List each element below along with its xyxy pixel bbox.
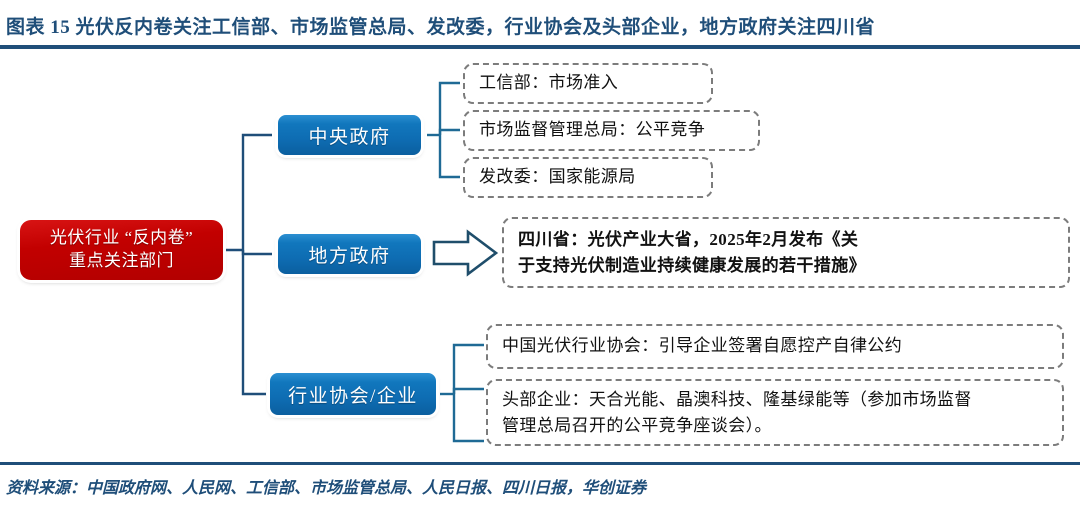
leaf-box-miit-text: 工信部：市场准入 xyxy=(479,73,619,93)
branch-node-central-government[interactable]: 中央政府 xyxy=(278,115,421,155)
root-to-local xyxy=(241,250,272,256)
leaf-box-samr[interactable]: 市场监督管理总局：公平竞争 xyxy=(463,110,760,151)
leaf-box-cpia[interactable]: 中国光伏行业协会：引导企业签署自愿控产自律公约 xyxy=(486,324,1064,369)
leaf-box-samr-text: 市场监督管理总局：公平竞争 xyxy=(479,120,706,140)
root-to-central xyxy=(241,133,272,250)
title-divider-top xyxy=(0,45,1080,49)
diagram-canvas: 光伏行业 “反内卷” 重点关注部门 中央政府 地方政府 行业协会/企业 工信部：… xyxy=(0,49,1080,461)
source-divider-bottom xyxy=(0,462,1080,465)
association-bracket-tail xyxy=(452,394,484,443)
figure-source: 资料来源：中国政府网、人民网、工信部、市场监管总局、人民日报、四川日报，华创证券 xyxy=(6,480,647,497)
root-node-label-line2: 重点关注部门 xyxy=(69,251,174,270)
leaf-box-cpia-text: 中国光伏行业协会：引导企业签署自愿控产自律公约 xyxy=(502,336,903,356)
branch-node-local-government[interactable]: 地方政府 xyxy=(278,234,421,274)
leaf-box-sichuan-line2: 于支持光伏制造业持续健康发展的若干措施》 xyxy=(518,255,866,275)
leaf-box-ndrc[interactable]: 发改委：国家能源局 xyxy=(463,157,713,198)
central-to-ndrc xyxy=(438,135,460,179)
root-node-photovoltaic-focus[interactable]: 光伏行业 “反内卷” 重点关注部门 xyxy=(20,220,223,280)
association-to-firms xyxy=(452,387,484,394)
root-node-label-line1: 光伏行业 “反内卷” xyxy=(49,228,194,248)
root-to-association xyxy=(241,250,266,396)
central-to-samr xyxy=(438,128,460,135)
local-government-arrow xyxy=(432,229,499,277)
leaf-box-miit[interactable]: 工信部：市场准入 xyxy=(463,63,713,104)
leaf-box-leading-firms[interactable]: 头部企业：天合光能、晶澳科技、隆基绿能等（参加市场监督 管理总局召开的公平竞争座… xyxy=(486,379,1064,446)
association-to-cpia xyxy=(452,343,484,394)
leaf-box-leading-firms-line2: 管理总局召开的公平竞争座谈会）。 xyxy=(502,415,772,435)
leaf-box-sichuan-line1: 四川省：光伏产业大省，2025年2月发布《关 xyxy=(518,230,859,250)
leaf-box-leading-firms-line1: 头部企业：天合光能、晶澳科技、隆基绿能等（参加市场监督 xyxy=(502,390,972,410)
central-to-miit xyxy=(438,81,460,135)
leaf-box-ndrc-text: 发改委：国家能源局 xyxy=(479,167,636,187)
figure-title: 图表 15 光伏反内卷关注工信部、市场监管总局、发改委，行业协会及头部企业，地方… xyxy=(6,17,876,38)
leaf-box-sichuan[interactable]: 四川省：光伏产业大省，2025年2月发布《关 于支持光伏制造业持续健康发展的若干… xyxy=(502,217,1070,288)
branch-node-industry-association[interactable]: 行业协会/企业 xyxy=(270,373,436,415)
